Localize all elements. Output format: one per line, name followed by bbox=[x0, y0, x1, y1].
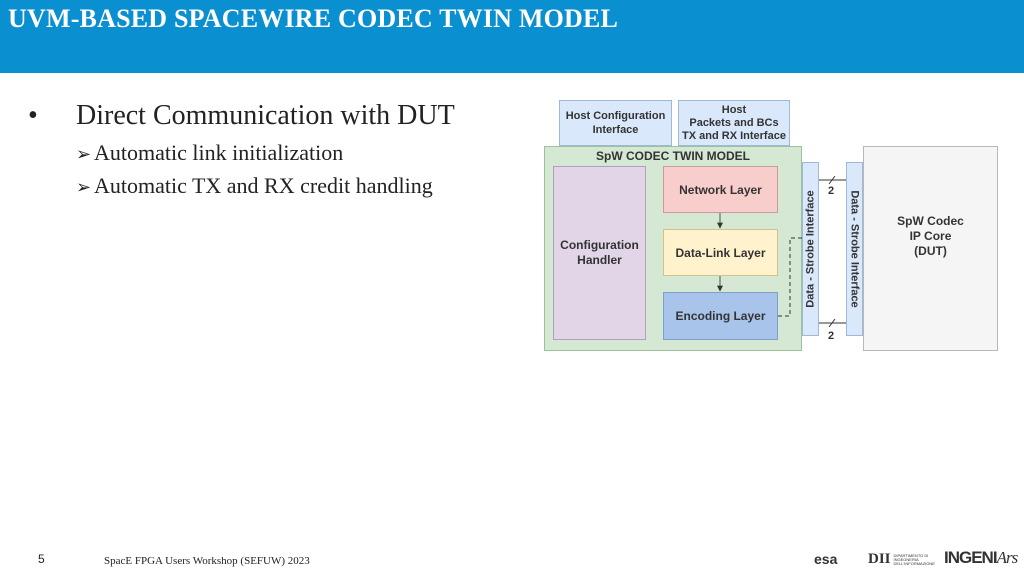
esa-logo: esa bbox=[814, 551, 837, 567]
bus-width-label-top: 2 bbox=[827, 185, 835, 197]
bullet-marker: • bbox=[28, 100, 38, 131]
slide-title: UVM-BASED SPACEWIRE CODEC TWIN MODEL bbox=[8, 4, 619, 33]
ingeniars-logo: INGENIArs bbox=[944, 548, 1018, 567]
sub-bullet-item: ➢Automatic TX and RX credit handling bbox=[76, 173, 433, 199]
dii-logo-subtext: DIPARTIMENTO DI INGEGNERIA DELL'INFORMAZ… bbox=[893, 552, 935, 566]
data-strobe-interface-twin: Data - Strobe Interface bbox=[802, 162, 819, 336]
bus-width-label-bottom: 2 bbox=[827, 330, 835, 342]
sub-bullet-text: Automatic link initialization bbox=[94, 140, 344, 165]
data-strobe-interface-dut: Data - Strobe Interface bbox=[846, 162, 863, 336]
ds-bus-bottom-slash bbox=[828, 318, 836, 328]
arrow-bullet-icon: ➢ bbox=[76, 177, 92, 197]
sub-bullet-item: ➢Automatic link initialization bbox=[76, 140, 343, 166]
sub-bullet-text: Automatic TX and RX credit handling bbox=[94, 173, 433, 198]
esa-logo-text: esa bbox=[814, 551, 838, 567]
dii-logo-text: DII bbox=[868, 551, 891, 567]
bullet-text: Direct Communication with DUT bbox=[76, 100, 455, 131]
data-link-layer: Data-Link Layer bbox=[663, 229, 778, 276]
configuration-handler: Configuration Handler bbox=[553, 166, 646, 340]
footer-event-text: SpacE FPGA Users Workshop (SEFUW) 2023 bbox=[104, 555, 310, 567]
ds-bus-top-slash bbox=[828, 175, 836, 185]
twin-model-title: SpW CODEC TWIN MODEL bbox=[596, 149, 750, 163]
encoding-layer: Encoding Layer bbox=[663, 292, 778, 340]
host-packets-interface: Host Packets and BCs TX and RX Interface bbox=[678, 100, 790, 146]
title-bar: UVM-BASED SPACEWIRE CODEC TWIN MODEL bbox=[0, 0, 1024, 73]
network-layer: Network Layer bbox=[663, 166, 778, 213]
page-number: 5 bbox=[38, 552, 45, 566]
host-configuration-interface: Host Configuration Interface bbox=[559, 100, 672, 146]
arrow-bullet-icon: ➢ bbox=[76, 144, 92, 164]
spw-codec-dut: SpW Codec IP Core (DUT) bbox=[863, 146, 998, 351]
